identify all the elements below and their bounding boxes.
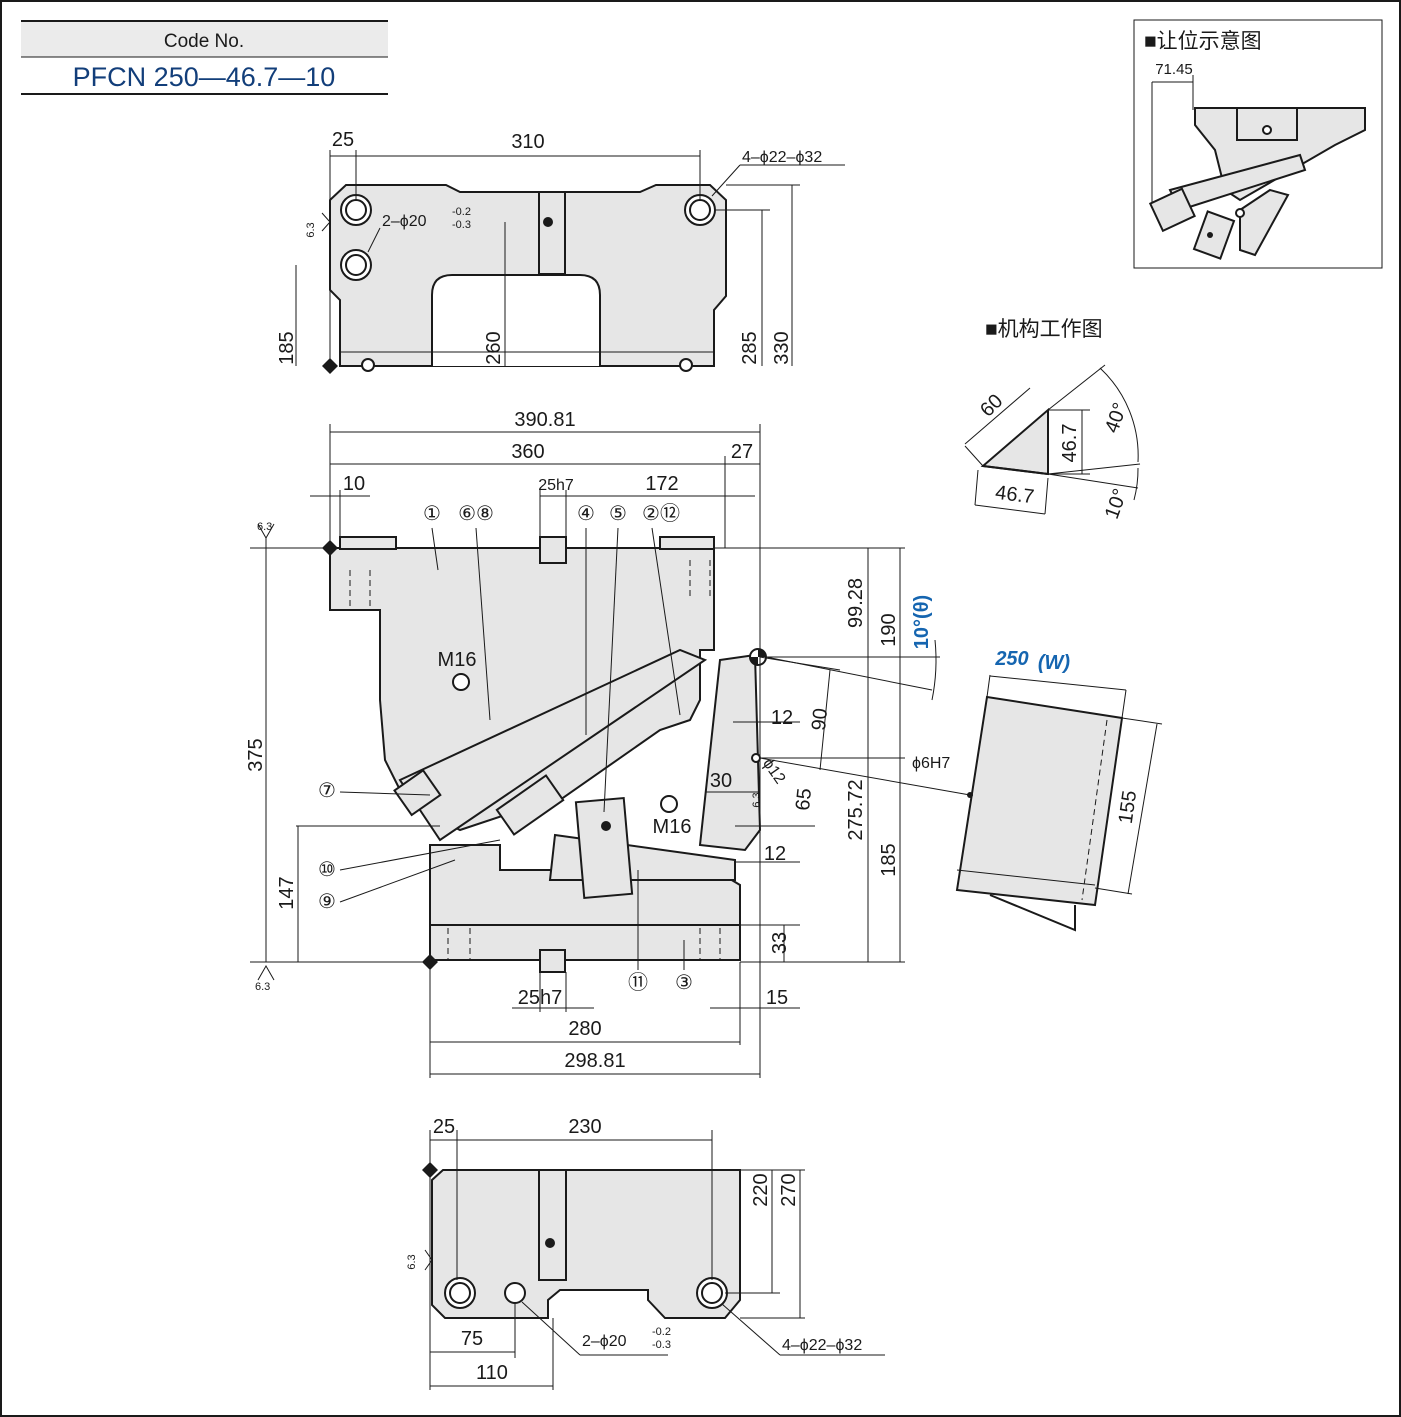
front-roughness-top: 6.3 [257,521,272,533]
front-dim-147: 147 [276,876,298,909]
part-9: ⑨ [318,891,336,913]
top-view: 25 310 185 260 285 330 4–ϕ22–ϕ32 2–ϕ20 -… [276,129,845,374]
bottom-view: 25 230 220 270 75 110 2–ϕ20 -0.2 -0.3 4–… [406,1116,885,1390]
front-dim-30: 30 [710,770,732,792]
part-callouts: ① ⑥⑧ ④ ⑤ ②⑫ ⑦ ⑩ ⑨ ⑪ ③ [318,502,693,994]
part-5: ⑤ [609,503,627,525]
front-dim-25h7-bottom: 25h7 [518,987,563,1009]
part-1: ① [423,503,441,525]
top-hole-callout-b: 2–ϕ20 [382,213,427,230]
top-dim-260: 260 [483,331,505,364]
bottom-hole-callout-b: 4–ϕ22–ϕ32 [782,1337,862,1354]
bottom-dim-75: 75 [461,1328,483,1350]
bottom-tol-lower: -0.3 [652,1339,671,1351]
front-dim-10: 10 [343,473,365,495]
front-dim-375: 375 [245,738,267,771]
clearance-title: ■让位示意图 [1144,30,1262,53]
front-dim-99-28: 99.28 [845,578,867,628]
front-dim-33: 33 [769,932,791,954]
bottom-dim-220: 220 [750,1173,772,1206]
front-dim-25h7-top: 25h7 [538,477,574,494]
top-tol-upper: -0.2 [452,206,471,218]
workpiece-height: 155 [1115,789,1141,825]
front-dim-172: 172 [645,473,678,495]
bottom-roughness: 6.3 [406,1254,418,1269]
front-roughness-bottom: 6.3 [255,981,270,993]
front-dim-65: 65 [792,787,816,811]
clearance-dim: 71.45 [1155,61,1193,78]
workpiece: 250 (W) 155 [955,648,1163,932]
bottom-dim-270: 270 [778,1173,800,1206]
clearance-diagram: ■让位示意图 71.45 [1133,19,1383,269]
front-dim-15: 15 [766,987,788,1009]
workpiece-width: 250 [994,648,1028,670]
front-dim-275-72: 275.72 [845,779,867,840]
front-view: 390.81 360 27 10 25h7 172 375 147 99.28 … [245,409,971,1078]
mech-46-7-vertical: 46.7 [1059,424,1081,463]
code-header: Code No. [164,31,244,52]
front-dim-27: 27 [731,441,753,463]
front-dim-280: 280 [568,1018,601,1040]
front-m16-a: M16 [438,649,477,671]
top-dim-285: 285 [739,331,761,364]
front-angle-label: 10°(θ) [911,595,933,649]
bottom-dim-25: 25 [433,1116,455,1138]
workpiece-width-var: (W) [1038,652,1071,674]
part-2-12: ②⑫ [642,502,680,525]
bottom-dim-230: 230 [568,1116,601,1138]
front-dim-185: 185 [878,843,900,876]
part-7: ⑦ [318,780,336,802]
part-10: ⑩ [318,859,336,881]
code-box: Code No. PFCN 250—46.7—10 [21,20,388,95]
front-pin-label: ϕ6H7 [912,755,950,772]
mech-46-7-horizontal: 46.7 [994,482,1035,509]
front-dim-298-81: 298.81 [564,1050,625,1072]
top-dim-185: 185 [276,331,298,364]
front-dim-12b: 12 [764,843,786,865]
part-3: ③ [675,972,693,994]
mechanism-title: ■机构工作图 [985,318,1103,341]
part-4: ④ [577,503,595,525]
top-hole-callout-a: 4–ϕ22–ϕ32 [742,149,822,166]
bottom-hole-callout-a: 2–ϕ20 [582,1333,627,1350]
top-roughness: 6.3 [305,222,317,237]
part-11: ⑪ [628,971,648,994]
bottom-dim-110: 110 [476,1362,508,1384]
front-dim-12a: 12 [771,707,793,729]
front-roughness-mid: 6.3 [751,792,763,807]
top-dim-330: 330 [771,331,793,364]
top-dim-310: 310 [511,131,544,153]
front-dim-360: 360 [511,441,544,463]
mech-60: 60 [976,390,1007,421]
front-dim-190: 190 [878,613,900,646]
top-tol-lower: -0.3 [452,219,471,231]
mechanism-diagram: ■机构工作图 60 46.7 46.7 40° 10° [964,318,1141,522]
front-dim-90: 90 [808,707,832,731]
front-dim-390-81: 390.81 [514,409,575,431]
part-6-8: ⑥⑧ [458,503,494,525]
code-number: PFCN 250—46.7—10 [73,62,336,92]
front-m16-b: M16 [653,816,692,838]
top-dim-25: 25 [332,129,354,151]
mech-10deg: 10° [1101,486,1132,522]
bottom-tol-upper: -0.2 [652,1326,671,1338]
